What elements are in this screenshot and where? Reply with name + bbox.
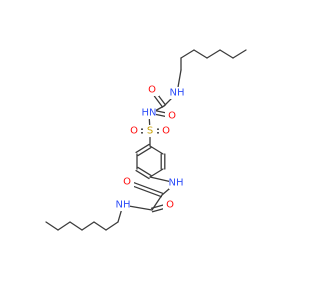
atom-label-o-s-right: O xyxy=(162,126,170,137)
atom-label-o-top2: O xyxy=(168,111,176,122)
atom-label-nh-top: NH xyxy=(170,88,185,99)
bond-c_b2-o_bot2 xyxy=(151,207,165,213)
atom-label-background xyxy=(120,176,134,188)
bond-layer xyxy=(45,49,247,231)
atom-label-background xyxy=(145,84,159,96)
bond-c2e-c2f xyxy=(57,221,71,231)
bond-c1d-c1e xyxy=(193,49,208,59)
bond-c1g-nh_top xyxy=(177,69,182,88)
atom-label-background xyxy=(159,125,173,137)
atom-label-background xyxy=(163,199,177,211)
bond-r4-r5 xyxy=(135,169,150,180)
atom-label-nh-bot: NH xyxy=(116,200,131,211)
bond-c_t1-o_top1 xyxy=(153,95,164,108)
bond-r4-r5 xyxy=(137,166,152,177)
bond-c2b-c2c xyxy=(93,221,107,231)
bond-c1b-c1c xyxy=(219,49,234,59)
bond-c_b2-o_bot2 xyxy=(150,204,164,209)
bond-c_b1-o_bot1 xyxy=(133,181,164,194)
atom-label-background xyxy=(170,87,184,99)
atom-label-s: S xyxy=(147,126,153,137)
atom-label-nh-aryl: NH xyxy=(169,178,184,189)
bond-c1e-c1f xyxy=(180,49,195,59)
bond-c1c-c1d xyxy=(206,49,221,59)
atom-label-background xyxy=(127,125,141,137)
atom-label-o-s-left: O xyxy=(130,126,138,137)
bond-nh_bot-c2a xyxy=(117,210,122,223)
atom-label-background xyxy=(116,199,130,211)
bond-r4-nh_aryl xyxy=(149,176,171,183)
atom-label-o-bot2: O xyxy=(166,200,174,211)
atom-label-hn-mid: HN xyxy=(142,108,157,119)
bond-c2c-c2d xyxy=(81,221,95,231)
atom-label-background xyxy=(169,177,183,189)
atom-label-background xyxy=(143,125,157,137)
bond-c_b2-nh_bot xyxy=(128,205,153,211)
bond-r3-r4 xyxy=(149,168,164,178)
bond-r6-r1 xyxy=(135,143,150,154)
bond-r6-r1 xyxy=(137,146,152,157)
bond-c2d-c2e xyxy=(69,221,83,231)
atom-label-o-top1: O xyxy=(148,85,156,96)
bond-c1a-c1b xyxy=(232,49,247,59)
bond-r1-r2 xyxy=(149,145,164,155)
bond-c2a-c2b xyxy=(105,221,119,231)
atom-label-background xyxy=(142,107,156,119)
bond-c_b1-o_bot1 xyxy=(131,185,163,198)
bond-c2f-c2g xyxy=(45,221,59,231)
atom-label-o-bot1: O xyxy=(123,177,131,188)
atom-label-background xyxy=(165,110,179,122)
